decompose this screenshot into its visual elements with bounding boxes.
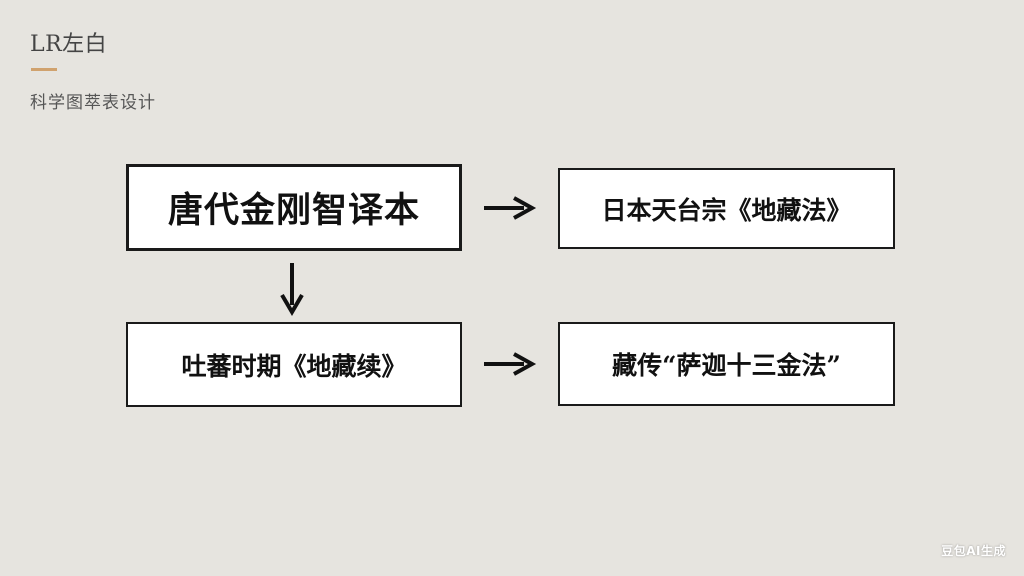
node-label: 藏传“萨迦十三金法” xyxy=(612,351,841,380)
node-tang-dynasty-translation: 唐代金刚智译本 xyxy=(126,164,462,251)
node-tibetan-sakya: 藏传“萨迦十三金法” xyxy=(558,322,895,406)
brand-logo-text: LR左白 xyxy=(30,32,108,57)
arrow-right-icon xyxy=(484,352,537,376)
node-japan-tendai: 日本天台宗《地藏法》 xyxy=(558,168,895,249)
page-subtitle: 科学图萃表设计 xyxy=(30,93,156,113)
node-tubo-period: 吐蕃时期《地藏续》 xyxy=(126,322,462,407)
brand-accent-line xyxy=(31,68,57,71)
ai-watermark: 豆包AI生成 xyxy=(941,544,1006,558)
arrow-down-icon xyxy=(280,263,304,316)
arrow-right-icon xyxy=(484,196,537,220)
node-label: 唐代金刚智译本 xyxy=(167,190,420,231)
node-label: 吐蕃时期《地藏续》 xyxy=(181,351,407,381)
node-label: 日本天台宗《地藏法》 xyxy=(601,195,852,225)
